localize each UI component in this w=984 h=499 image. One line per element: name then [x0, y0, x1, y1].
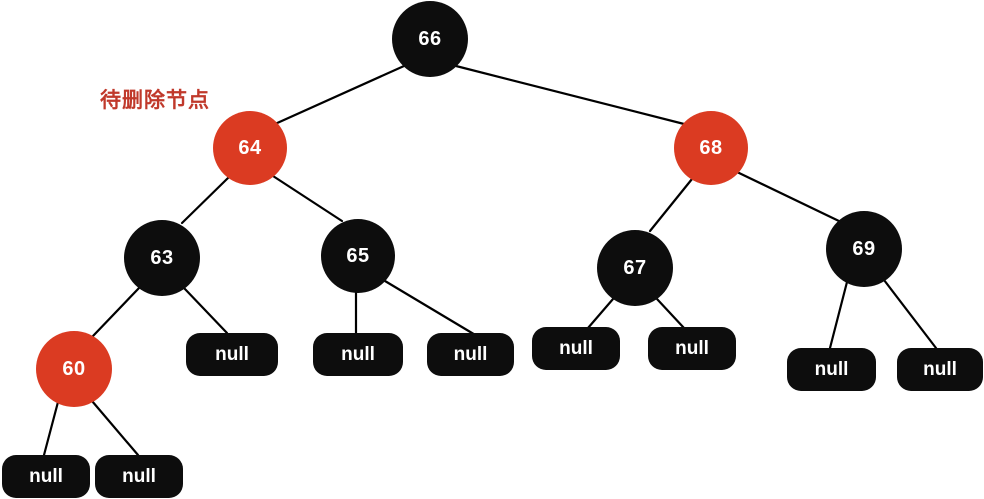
- tree-edge-n69-nl69r: [882, 278, 938, 350]
- tree-node-68[interactable]: 68: [674, 111, 748, 185]
- tree-edge-n66-n64: [273, 64, 406, 126]
- tree-edge-n64-n65: [271, 174, 344, 223]
- tree-edge-n63-nl63r: [182, 286, 229, 335]
- tree-null-leaf: null: [2, 455, 90, 498]
- tree-node-63[interactable]: 63: [124, 220, 200, 296]
- tree-edge-n66-n68: [454, 64, 690, 127]
- tree-null-leaf: null: [186, 333, 278, 376]
- tree-null-leaf: null: [532, 327, 620, 370]
- tree-node-69[interactable]: 69: [826, 211, 902, 287]
- tree-node-64[interactable]: 64: [213, 111, 287, 185]
- tree-edge-n63-n60: [91, 286, 141, 338]
- tree-edge-n65-nl65r: [383, 279, 479, 338]
- tree-node-60[interactable]: 60: [36, 331, 112, 407]
- tree-node-66[interactable]: 66: [392, 1, 468, 77]
- tree-node-67[interactable]: 67: [597, 230, 673, 306]
- tree-null-leaf: null: [787, 348, 876, 391]
- tree-edge-n60-nl60r: [90, 399, 140, 457]
- tree-null-leaf: null: [313, 333, 403, 376]
- tree-edge-n60-nl60l: [42, 400, 60, 457]
- tree-edge-n67-nl67l: [586, 297, 615, 330]
- tree-edge-n67-nl67r: [655, 297, 686, 330]
- tree-null-leaf: null: [95, 455, 183, 498]
- tree-edge-n69-nl69l: [828, 280, 849, 350]
- annotation-to-delete: 待删除节点: [100, 89, 210, 112]
- tree-edge-n68-n69: [735, 170, 843, 224]
- tree-null-leaf: null: [648, 327, 736, 370]
- tree-null-leaf: null: [897, 348, 983, 391]
- tree-null-leaf: null: [427, 333, 514, 376]
- tree-edge-n68-n67: [648, 177, 694, 233]
- tree-edge-n64-n63: [180, 176, 230, 225]
- tree-node-65[interactable]: 65: [321, 219, 395, 293]
